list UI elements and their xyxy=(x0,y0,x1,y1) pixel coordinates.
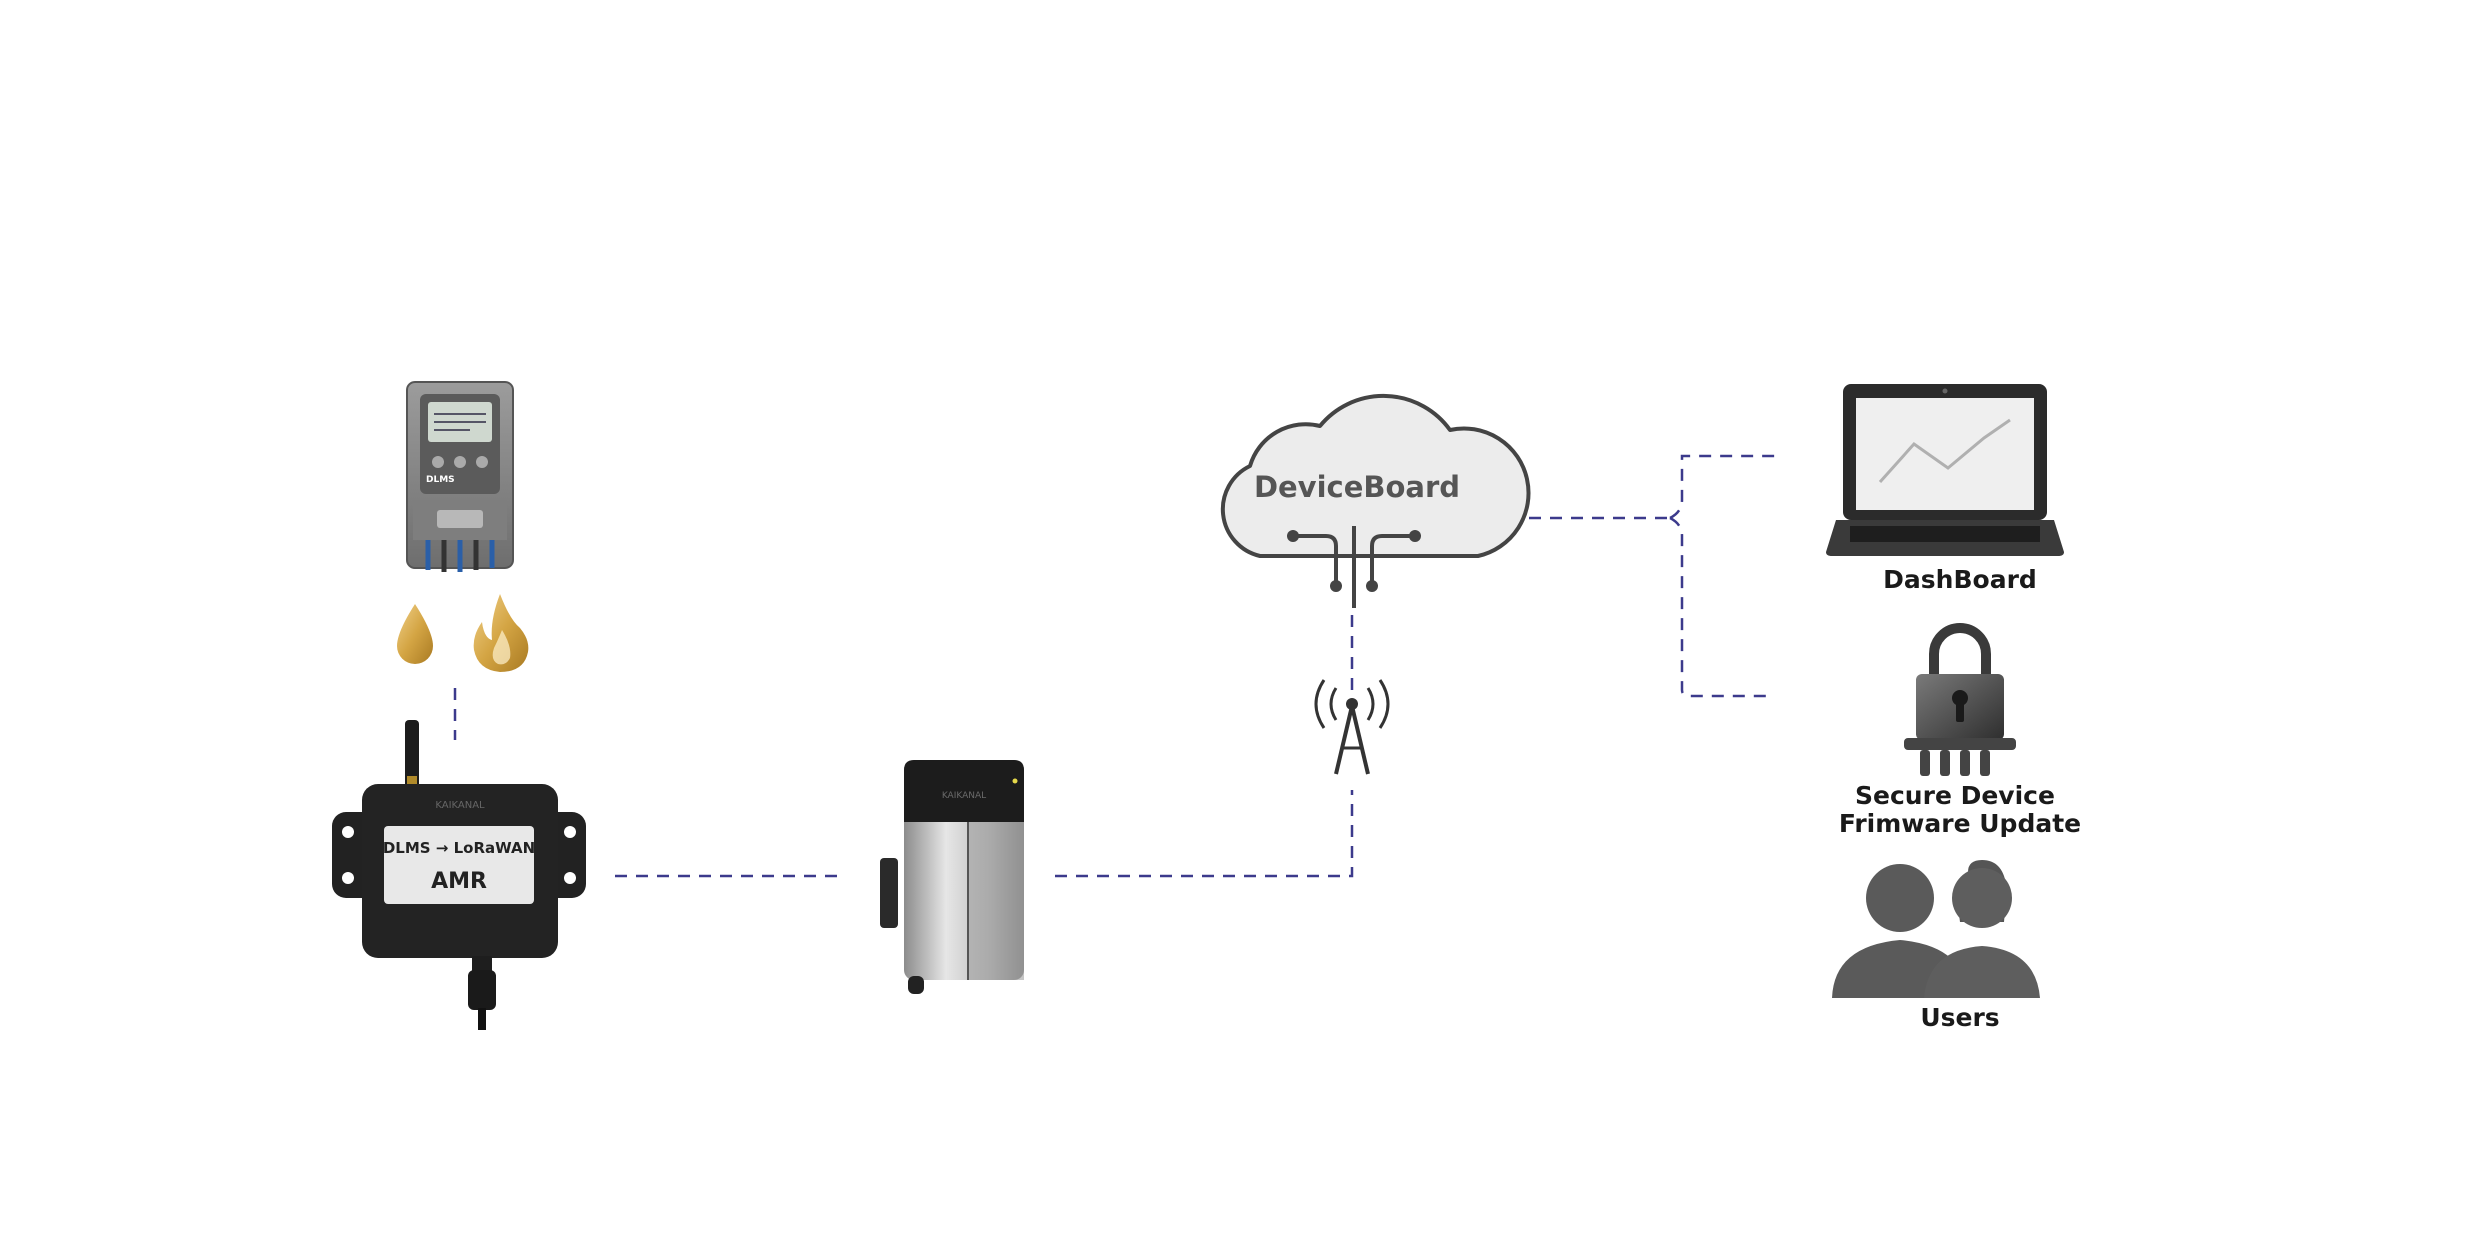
amr-brand: KAIKANAL xyxy=(435,800,485,811)
fota-label-line2: Frimware Update xyxy=(1839,809,2081,838)
laptop-screen xyxy=(1856,398,2034,510)
gateway-mount-bracket xyxy=(880,858,898,928)
cloud-label: DeviceBoard xyxy=(1254,470,1460,504)
amr-label-plate xyxy=(384,826,534,904)
dashboard-label: DashBoard xyxy=(1883,565,2037,594)
amr-cable-gland xyxy=(468,970,496,1010)
meter-button xyxy=(454,456,466,468)
circuit-icon xyxy=(1287,526,1421,608)
connectors xyxy=(453,454,1778,878)
amr-title-text: AMR xyxy=(431,869,487,894)
amr-device: KAIKANAL DLMS → LoRaWAN AMR xyxy=(332,720,586,1030)
users-label: Users xyxy=(1920,1003,1999,1032)
dlms-meter: DLMS xyxy=(406,381,514,572)
dashboard-chart-line xyxy=(1878,418,2011,484)
deviceboard-cloud: DeviceBoard xyxy=(1220,393,1531,608)
gateway-brand: KAIKANAL xyxy=(942,791,986,801)
meter-button xyxy=(476,456,488,468)
lorawan-gateway: KAIKANAL xyxy=(880,760,1024,994)
connector-gateway-tower xyxy=(1055,790,1354,878)
cell-tower-icon xyxy=(1314,679,1390,775)
dashboard-laptop xyxy=(1826,384,2064,556)
gateway-status-led xyxy=(1012,778,1018,784)
laptop-keyboard xyxy=(1850,526,2040,542)
padlock-icon xyxy=(1904,623,2016,776)
connector-branch-fota xyxy=(1669,516,1768,698)
meter-button xyxy=(432,456,444,468)
amr-antenna xyxy=(405,720,419,788)
amr-protocol-text: DLMS → LoRaWAN xyxy=(383,839,535,857)
meter-brand: DLMS xyxy=(426,475,455,485)
oil-drop-icon xyxy=(397,604,433,664)
users-icon xyxy=(1832,860,2040,998)
fota-label-line1: Secure Device xyxy=(1855,781,2055,810)
connector-branch-dashboard xyxy=(1669,454,1778,520)
flame-icon xyxy=(473,594,529,672)
